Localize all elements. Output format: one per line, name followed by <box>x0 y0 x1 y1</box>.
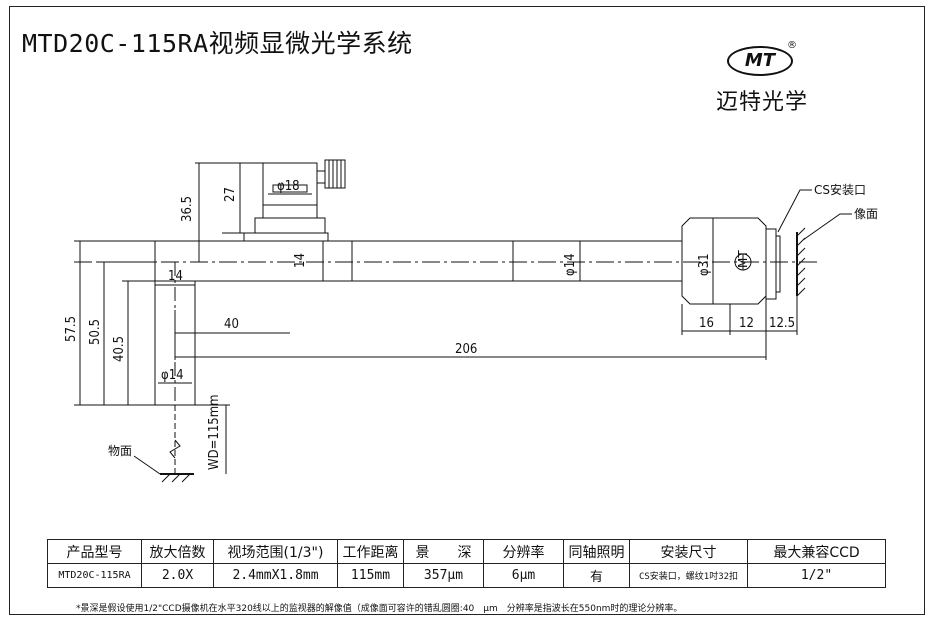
header-magnification: 放大倍数 <box>141 539 214 564</box>
spec-header-row: 产品型号 放大倍数 视场范围(1/3") 工作距离 景 深 分辨率 同轴照明 安… <box>47 539 886 564</box>
dim-36-5: 36.5 <box>180 196 195 222</box>
drawing-frame <box>9 6 925 615</box>
dim-phi-31: φ31 <box>697 253 712 276</box>
object-plane-label: 物面 <box>108 444 132 458</box>
dim-12: 12 <box>739 316 754 331</box>
hatch <box>181 473 191 483</box>
header-coaxial-illumination: 同轴照明 <box>563 539 630 564</box>
hatch <box>171 473 181 483</box>
spec-value-row: MTD20C-115RA 2.0X 2.4mmX1.8mm 115mm 357μ… <box>47 563 886 588</box>
hatch <box>796 277 806 287</box>
object-leader <box>133 455 161 475</box>
value-magnification: 2.0X <box>141 563 214 588</box>
header-mount-size: 安装尺寸 <box>629 539 748 564</box>
value-model: MTD20C-115RA <box>47 563 142 588</box>
camera-badge-label: MT <box>736 250 750 268</box>
header-field-of-view: 视场范围(1/3") <box>213 539 338 564</box>
illuminator-base <box>243 232 329 242</box>
illuminator-window <box>272 184 308 193</box>
header-depth-of-field: 景 深 <box>403 539 484 564</box>
hatch <box>796 267 806 277</box>
dim-wd: WD=115mm <box>207 395 222 470</box>
image-plane-label: 像面 <box>854 207 878 221</box>
brand-name: 迈特光学 <box>716 90 809 115</box>
value-max-ccd: 1/2" <box>747 563 886 588</box>
hatch <box>796 247 806 257</box>
dim-57-5: 57.5 <box>64 316 79 342</box>
value-mount-size: CS安装口，螺纹1吋32扣 <box>629 563 748 588</box>
cs-mount <box>765 228 777 300</box>
dim-phi-14-center: φ14 <box>563 253 578 276</box>
cs-mount-label: CS安装口 <box>814 182 866 197</box>
cs-thread <box>775 235 781 293</box>
image-leader <box>802 213 852 241</box>
registered-mark: ® <box>787 40 797 51</box>
dim-16: 16 <box>699 316 714 331</box>
knob-stem <box>316 170 326 184</box>
value-field-of-view: 2.4mmX1.8mm <box>213 563 338 588</box>
hatch <box>796 227 806 237</box>
dim-40: 40 <box>224 317 239 332</box>
value-coaxial-illumination: 有 <box>563 563 630 588</box>
dim-27: 27 <box>223 187 238 202</box>
header-max-ccd: 最大兼容CCD <box>747 539 886 564</box>
dim-40-5: 40.5 <box>112 336 127 362</box>
dim-50-5: 50.5 <box>88 319 103 345</box>
dim-14-horizontal: 14 <box>168 269 183 284</box>
hatch <box>796 257 806 267</box>
camera-head <box>681 217 767 305</box>
footnote: *景深是假设使用1/2"CCD摄像机在水平320线以上的监视器的解像值（成像面可… <box>76 604 683 614</box>
break-symbol <box>169 439 181 459</box>
dim-phi-18: φ18 <box>277 179 300 194</box>
brand-logo: MT <box>727 46 793 76</box>
dim-phi-14-bottom: φ14 <box>161 368 184 383</box>
header-resolution: 分辨率 <box>483 539 564 564</box>
dim-14-vertical: 14 <box>293 253 308 268</box>
hatch <box>796 287 806 297</box>
spec-table: 产品型号 放大倍数 视场范围(1/3") 工作距离 景 深 分辨率 同轴照明 安… <box>47 539 886 588</box>
cs-leader <box>777 189 812 233</box>
header-working-distance: 工作距离 <box>337 539 404 564</box>
value-resolution: 6μm <box>483 563 564 588</box>
knob-icon <box>324 159 346 189</box>
header-model: 产品型号 <box>47 539 142 564</box>
hatch <box>161 473 171 483</box>
value-working-distance: 115mm <box>337 563 404 588</box>
illuminator-collar <box>254 217 326 234</box>
dim-12-5: 12.5 <box>769 316 795 331</box>
value-depth-of-field: 357μm <box>403 563 484 588</box>
page-title: MTD20C-115RA视频显微光学系统 <box>22 29 413 58</box>
dim-206: 206 <box>455 342 477 357</box>
